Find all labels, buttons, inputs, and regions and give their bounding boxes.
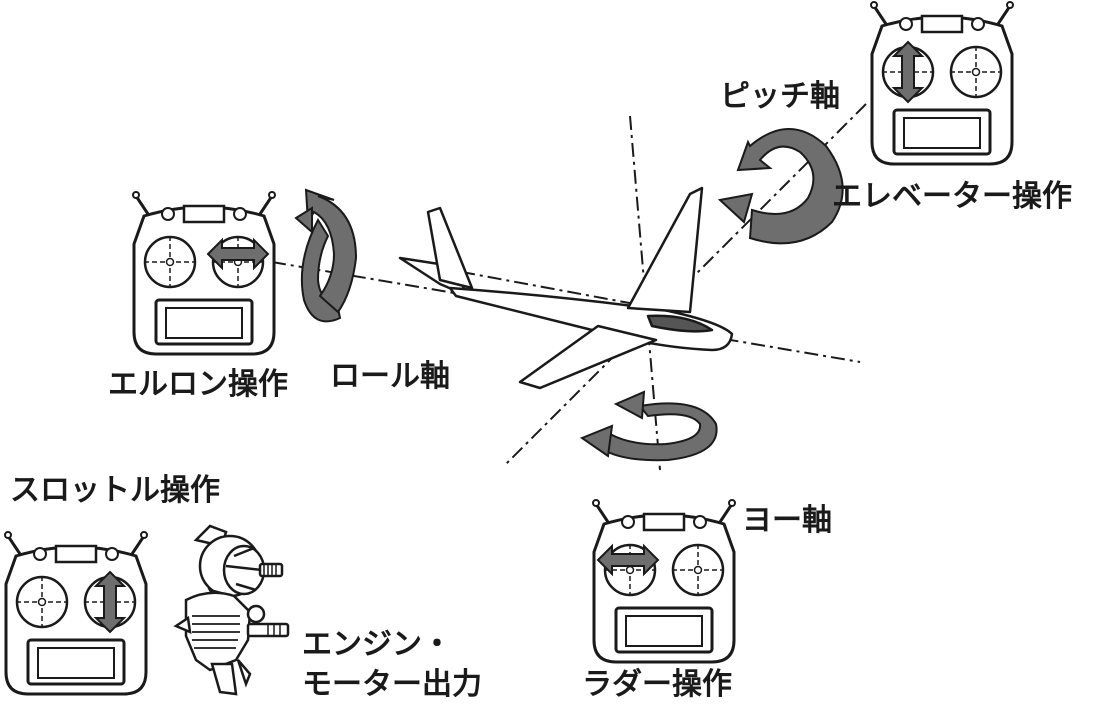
transmitter-elevator	[869, 0, 1015, 166]
elevator-operation-label: エレベーター操作	[832, 179, 1072, 214]
glider-airplane	[398, 186, 734, 390]
yaw-axis-label: ヨー軸	[742, 503, 832, 538]
electric-motor-icon	[193, 524, 284, 606]
transmitter-throttle	[3, 530, 149, 696]
pitch-rotation-arrow	[736, 128, 844, 245]
throttle-operation-label: スロットル操作	[10, 473, 220, 508]
transmitter-aileron	[131, 190, 277, 356]
rudder-operation-label: ラダー操作	[582, 667, 732, 702]
aileron-operation-label: エルロン操作	[108, 367, 288, 402]
transmitter-rudder	[591, 498, 737, 664]
roll-axis-label: ロール軸	[330, 359, 450, 394]
engine-output-label-line1: エンジン・	[302, 627, 452, 662]
engine-output-label-line2: モーター出力	[302, 667, 482, 702]
roll-rotation-arrow	[300, 217, 342, 323]
pitch-axis-label: ピッチ軸	[720, 79, 840, 114]
yaw-axis-line	[629, 115, 661, 471]
axis-lines	[271, 103, 867, 471]
glow-engine-icon	[173, 591, 290, 696]
